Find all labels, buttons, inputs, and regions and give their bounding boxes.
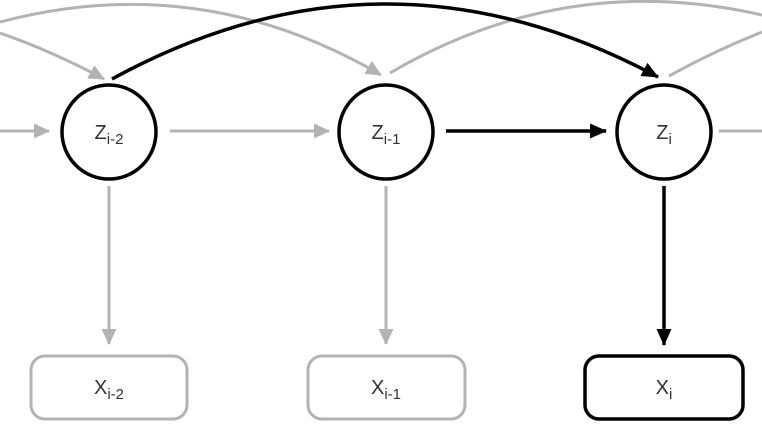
label-base: Z (656, 122, 668, 144)
edge-offscreen-to-zi-1-arc (0, 2, 382, 77)
label-subscript: i (668, 131, 671, 148)
latent-node-zi (615, 83, 713, 181)
label-base: Z (372, 122, 384, 144)
label-subscript: i (669, 386, 672, 403)
observed-node-xi-1-label: Xi-1 (371, 377, 401, 403)
latent-node-zi-label: Zi (656, 122, 672, 148)
label-subscript: i-2 (107, 131, 124, 148)
latent-node-zi-2-label: Zi-2 (95, 122, 124, 148)
label-base: X (656, 377, 669, 399)
observed-node-xi-2-label: Xi-2 (94, 377, 124, 403)
observed-node-xi (583, 354, 745, 421)
observed-node-xi-label: Xi (656, 377, 673, 403)
latent-node-zi-2 (60, 83, 158, 181)
edge-zi-2-to-zi-arc (111, 2, 659, 81)
label-subscript: i-1 (384, 131, 401, 148)
label-subscript: i-2 (107, 386, 124, 403)
label-base: X (94, 377, 107, 399)
observed-node-xi-2 (29, 354, 189, 421)
edge-zi-1-to-offscreen-arc (389, 0, 762, 75)
label-base: Z (95, 122, 107, 144)
latent-node-zi-1 (337, 83, 435, 181)
label-subscript: i-1 (384, 386, 401, 403)
latent-node-zi-1-label: Zi-1 (372, 122, 401, 148)
label-base: X (371, 377, 384, 399)
edge-offscreen-to-zi-2-arc (0, 31, 105, 81)
edge-zi-to-offscreen-arc (668, 30, 762, 78)
observed-node-xi-1 (306, 354, 467, 421)
